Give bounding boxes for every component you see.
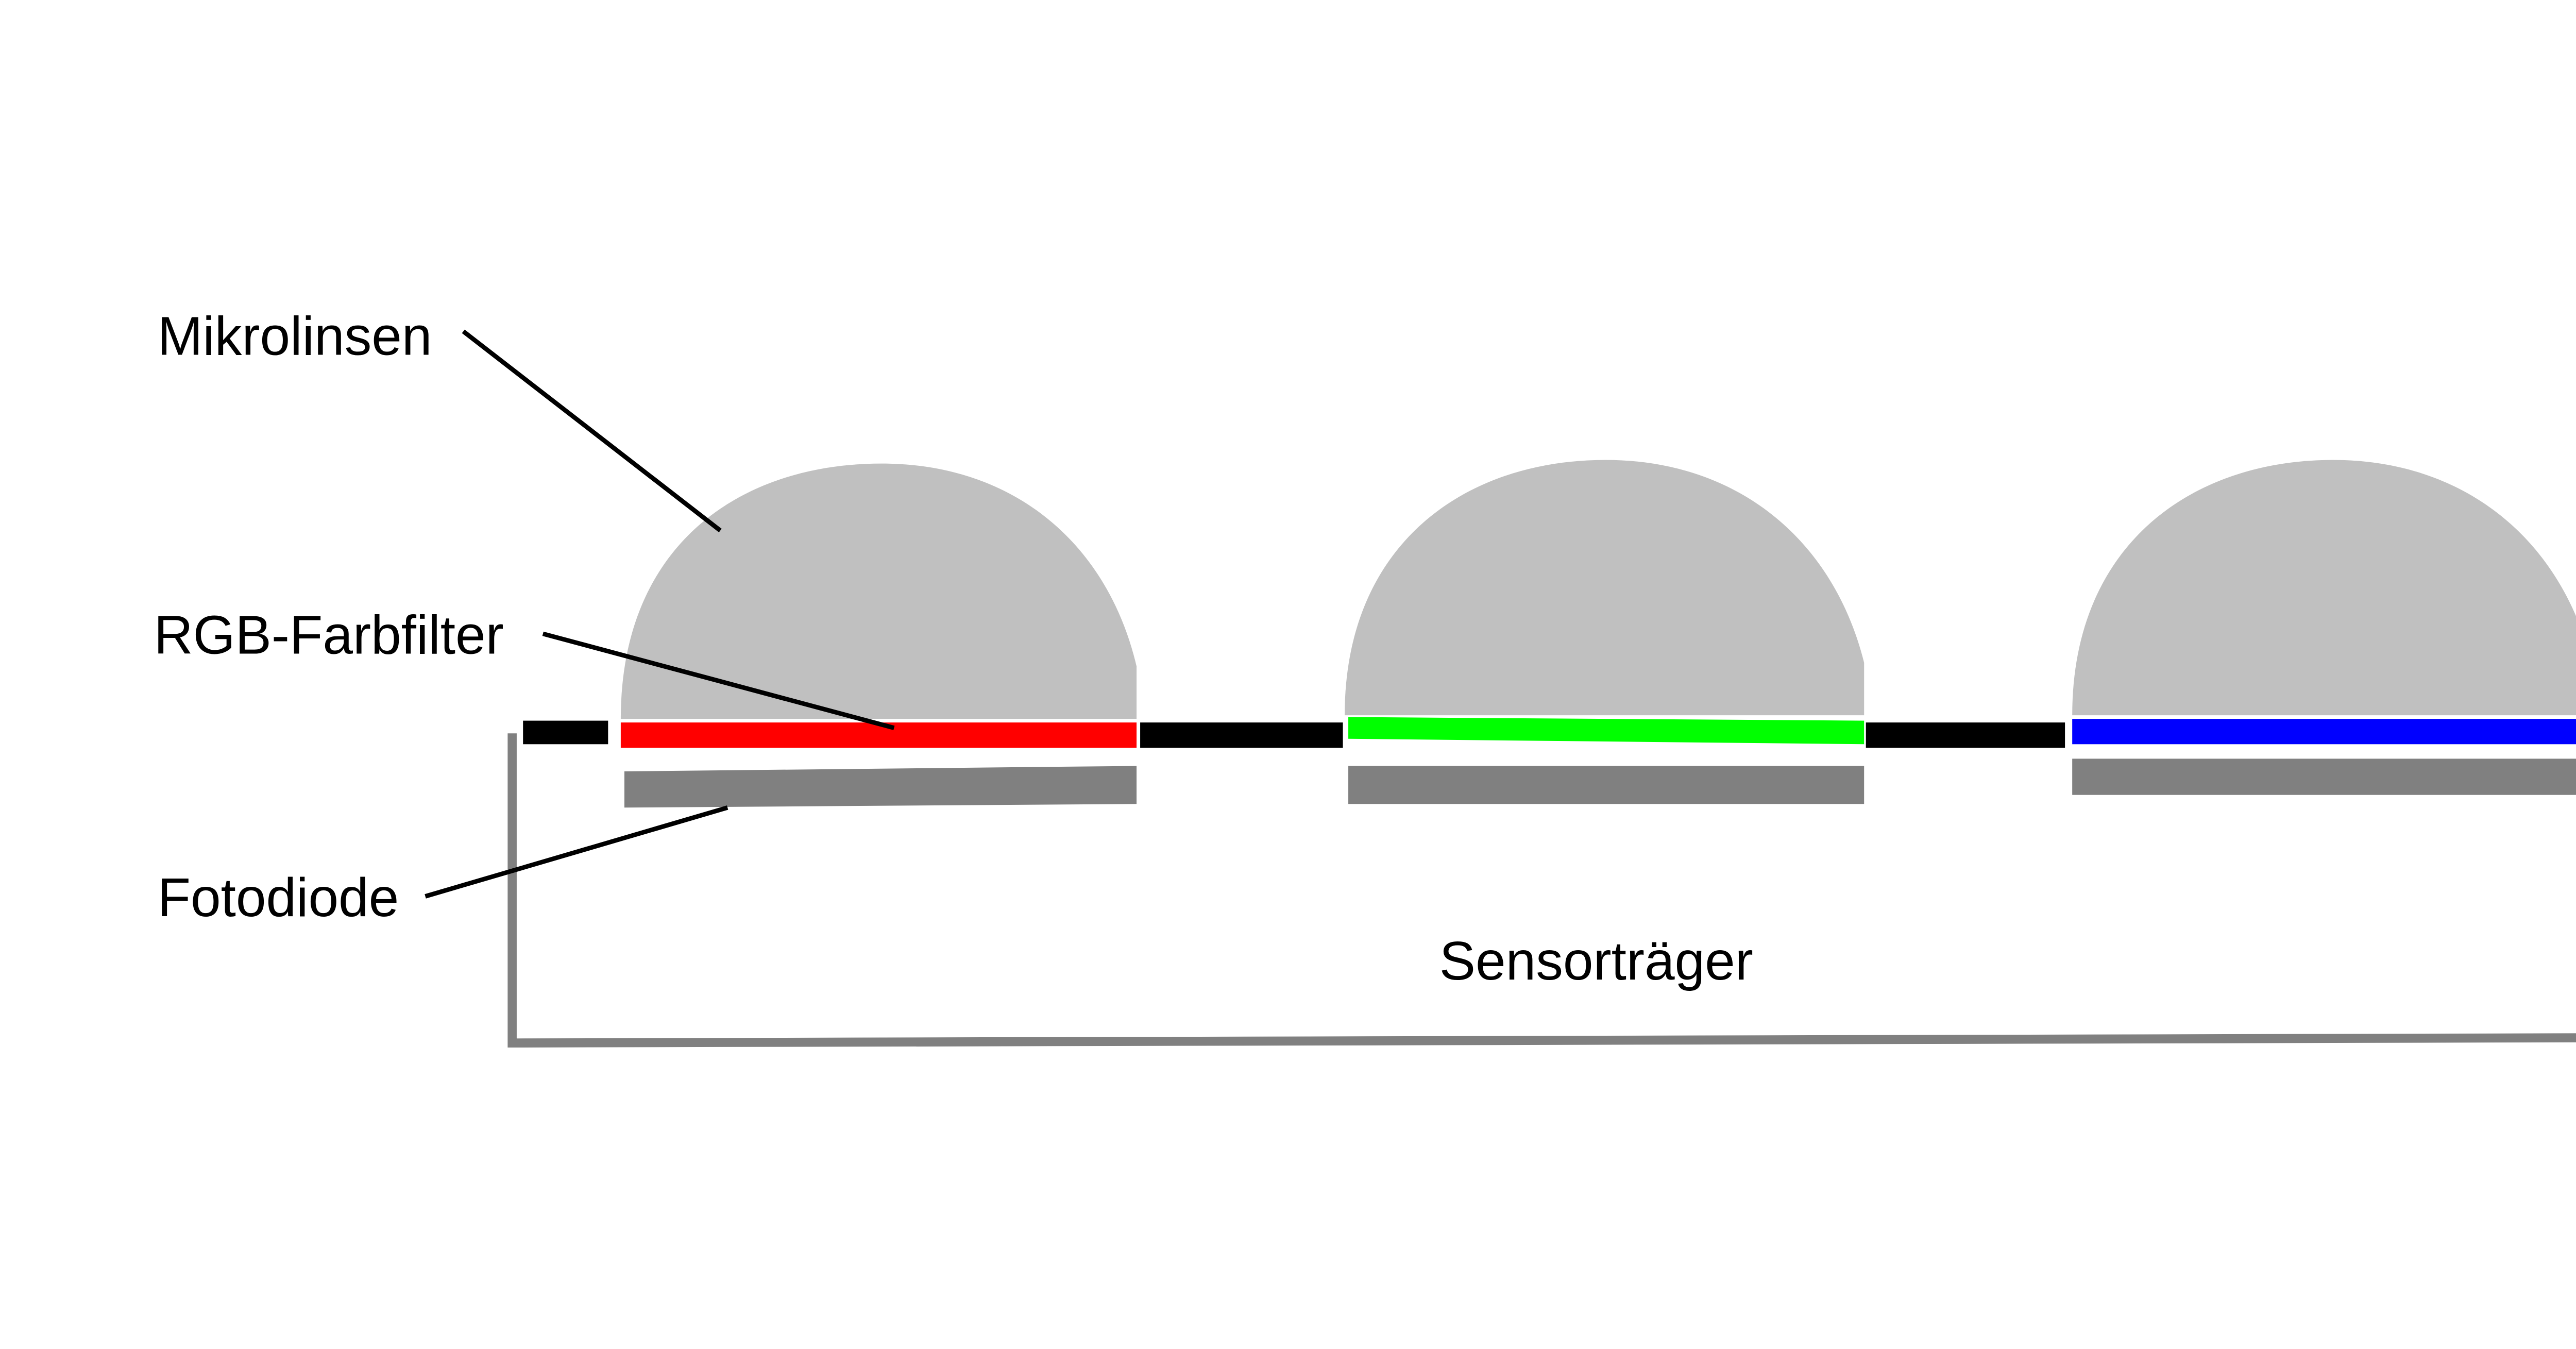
leader-line-microlenses bbox=[462, 329, 722, 533]
photodiode-1 bbox=[624, 766, 1137, 808]
mask-bar-1 bbox=[523, 720, 608, 745]
leader-line-photodiode bbox=[425, 805, 728, 899]
mask-bar-2 bbox=[1140, 722, 1343, 748]
photodiode-3 bbox=[2072, 758, 2576, 795]
label-sensor-carrier: Sensorträger bbox=[1439, 931, 1753, 991]
sensor-carrier-outline bbox=[507, 733, 2576, 1048]
filter-green bbox=[1348, 717, 1865, 745]
leader-line-color-filter bbox=[542, 631, 895, 730]
filter-blue bbox=[2072, 719, 2576, 745]
microlens-2 bbox=[1345, 460, 1865, 716]
label-color-filter: RGB-Farbfilter bbox=[154, 605, 504, 666]
microlens-3 bbox=[2072, 460, 2576, 716]
photodiode-2 bbox=[1348, 766, 1865, 804]
label-microlenses: Mikrolinsen bbox=[158, 307, 432, 367]
mask-bar-3 bbox=[1866, 722, 2065, 748]
microlens-1 bbox=[620, 463, 1137, 719]
filter-red bbox=[620, 722, 1137, 748]
label-photodiode: Fotodiode bbox=[158, 868, 399, 928]
